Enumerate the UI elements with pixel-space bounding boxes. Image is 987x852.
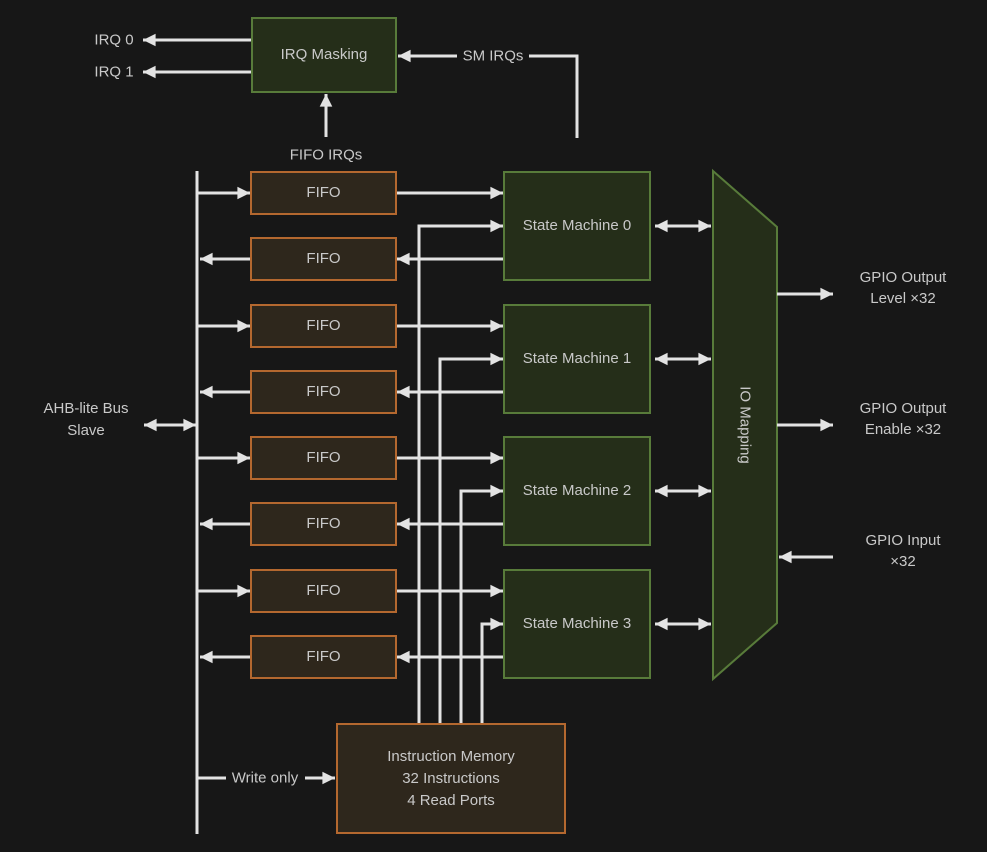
state-machine-2-box: State Machine 2 xyxy=(503,436,651,546)
instruction-memory-line1: Instruction Memory xyxy=(387,747,515,765)
fifo-label: FIFO xyxy=(306,449,341,466)
gpio-output-level-line2: Level ×32 xyxy=(870,290,936,307)
fifo-box-4: FIFO xyxy=(250,436,397,480)
instr-line-sm-3 xyxy=(480,617,503,723)
io-mapping-label: IO Mapping xyxy=(736,386,754,464)
fifo-label: FIFO xyxy=(306,515,341,532)
instr-line-sm-2 xyxy=(459,484,503,723)
instruction-memory-line2: 32 Instructions xyxy=(402,769,500,787)
gpio-output-enable-label: GPIO Output Enable ×32 xyxy=(860,398,947,440)
sm-irqs-label: SM IRQs xyxy=(462,47,524,65)
state-machine-1-box: State Machine 1 xyxy=(503,304,651,414)
instr-line-sm-0 xyxy=(417,219,503,723)
ahb-bus-slave-label: AHB-lite Bus Slave xyxy=(43,398,128,442)
state-machine-label: State Machine 3 xyxy=(522,615,632,632)
gpio-input-label: GPIO Input ×32 xyxy=(865,530,940,572)
irq-0-label: IRQ 0 xyxy=(94,31,134,49)
gpio-output-level-label: GPIO Output Level ×32 xyxy=(860,267,947,309)
gpio-input-line2: ×32 xyxy=(890,553,916,570)
irq-masking-label: IRQ Masking xyxy=(280,46,368,63)
instruction-memory-box: Instruction Memory 32 Instructions 4 Rea… xyxy=(336,723,566,834)
state-machine-0-box: State Machine 0 xyxy=(503,171,651,281)
fifo-label: FIFO xyxy=(306,648,341,665)
ahb-label-line1: AHB-lite Bus xyxy=(43,400,129,417)
fifo-box-6: FIFO xyxy=(250,569,397,613)
fifo-box-5: FIFO xyxy=(250,502,397,546)
fifo-box-3: FIFO xyxy=(250,370,397,414)
state-machine-label: State Machine 1 xyxy=(522,350,632,367)
fifo-label: FIFO xyxy=(306,184,341,201)
fifo-label: FIFO xyxy=(306,250,341,267)
fifo-box-0: FIFO xyxy=(250,171,397,215)
instruction-memory-line3: 4 Read Ports xyxy=(407,791,495,809)
sm-irqs-line xyxy=(529,54,579,138)
fifo-box-2: FIFO xyxy=(250,304,397,348)
instr-line-sm-1 xyxy=(438,352,503,723)
fifo-box-1: FIFO xyxy=(250,237,397,281)
state-machine-label: State Machine 0 xyxy=(522,217,632,234)
fifo-label: FIFO xyxy=(306,383,341,400)
ahb-label-line2: Slave xyxy=(67,422,105,439)
fifo-label: FIFO xyxy=(306,582,341,599)
fifo-label: FIFO xyxy=(306,317,341,334)
fifo-irqs-label: FIFO IRQs xyxy=(289,146,363,164)
gpio-output-enable-line1: GPIO Output xyxy=(859,400,947,417)
write-only-label: Write only xyxy=(231,769,299,787)
state-machine-3-box: State Machine 3 xyxy=(503,569,651,679)
gpio-output-enable-line2: Enable ×32 xyxy=(864,421,942,438)
irq-1-label: IRQ 1 xyxy=(94,63,134,81)
state-machine-label: State Machine 2 xyxy=(522,482,632,499)
fifo-box-7: FIFO xyxy=(250,635,397,679)
gpio-input-line1: GPIO Input xyxy=(865,532,941,549)
gpio-output-level-line1: GPIO Output xyxy=(859,269,947,286)
irq-masking-box: IRQ Masking xyxy=(251,17,397,93)
